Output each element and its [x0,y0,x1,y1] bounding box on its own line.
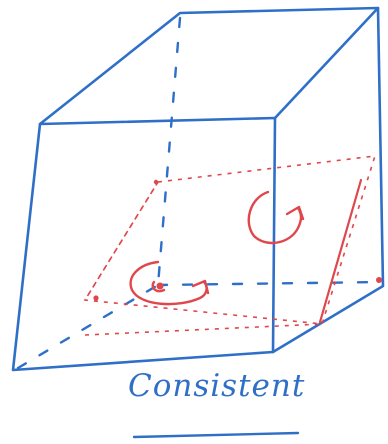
top-face [40,8,378,124]
section-line-right [320,180,361,322]
clockwise-arrow-icon [249,192,303,243]
hidden-back-edge [158,282,382,285]
hidden-vertical-edge [158,18,180,285]
dot-icon [376,277,382,283]
dot-icon [157,283,164,290]
caption-text: Consistent [128,368,305,404]
dot-icon [154,180,158,184]
counterclockwise-arrow-icon [131,262,208,304]
cutting-plane [85,156,375,335]
dot-icon [93,295,98,300]
caption-underline [134,433,298,437]
front-face [13,118,275,370]
plane-bottom-edge [85,324,322,335]
cube-hidden-edges [18,18,382,368]
cube-visible-edges [13,8,383,370]
plane-outline [85,156,375,324]
